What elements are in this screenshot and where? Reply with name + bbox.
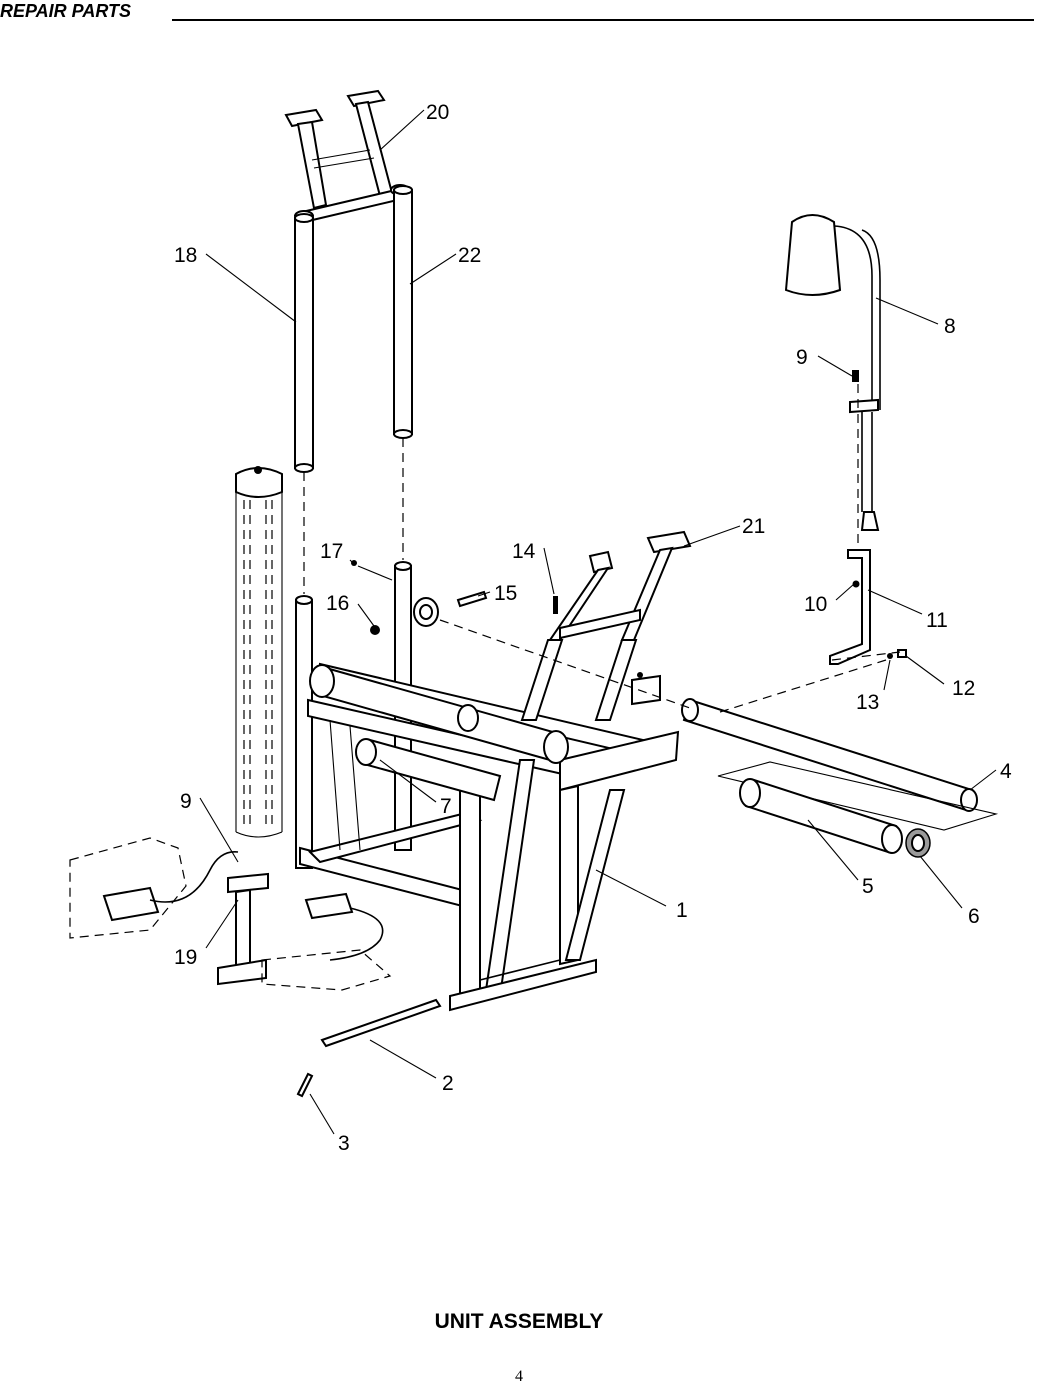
exploded-view-drawing: 20 18 22 8 9 21 17 14 15 16 10 11 12 13 …	[69, 89, 1012, 1155]
callout-2: 2	[442, 1072, 454, 1095]
lamp-assembly	[784, 214, 907, 665]
callout-5: 5	[862, 875, 874, 898]
column-assembly	[235, 466, 283, 838]
page-header: REPAIR PARTS	[0, 0, 1038, 24]
small-hardware	[351, 560, 558, 635]
callout-6: 6	[968, 905, 980, 928]
callout-3: 3	[338, 1132, 350, 1155]
section-title: REPAIR PARTS	[0, 0, 136, 22]
callout-15: 15	[494, 582, 517, 605]
callout-22: 22	[458, 244, 481, 267]
foot-pedal-base	[69, 837, 392, 991]
callout-labels: 20 18 22 8 9 21 17 14 15 16 10 11 12 13 …	[174, 101, 1012, 1155]
frame-rollers	[309, 664, 569, 802]
unit-assembly-diagram: 20 18 22 8 9 21 17 14 15 16 10 11 12 13 …	[0, 30, 1038, 1300]
figure-caption: UNIT ASSEMBLY	[434, 1310, 604, 1333]
callout-9-base: 9	[180, 790, 192, 813]
callout-12: 12	[952, 677, 975, 700]
upper-handle-assembly	[284, 89, 410, 224]
callout-8: 8	[944, 315, 956, 338]
callout-19: 19	[174, 946, 197, 969]
callout-17: 17	[320, 540, 343, 563]
callout-21: 21	[742, 515, 765, 538]
callout-9-lamp: 9	[796, 346, 808, 369]
page-number: 4	[515, 1368, 523, 1385]
main-frame	[295, 561, 680, 1012]
callout-7: 7	[440, 795, 452, 818]
callout-10: 10	[804, 593, 827, 616]
rod-and-pin	[296, 998, 442, 1098]
callout-18: 18	[174, 244, 197, 267]
side-rollers	[439, 619, 999, 858]
upright-tubes	[294, 185, 413, 594]
callout-16: 16	[326, 592, 349, 615]
callout-1: 1	[676, 899, 688, 922]
callout-14: 14	[512, 540, 536, 563]
lower-handle-assembly	[520, 530, 692, 721]
callout-13: 13	[856, 691, 879, 714]
leader-lines	[199, 109, 997, 1135]
callout-4: 4	[1000, 760, 1012, 783]
callout-20: 20	[426, 101, 449, 124]
callout-11: 11	[926, 609, 948, 632]
header-rule	[172, 19, 1034, 21]
